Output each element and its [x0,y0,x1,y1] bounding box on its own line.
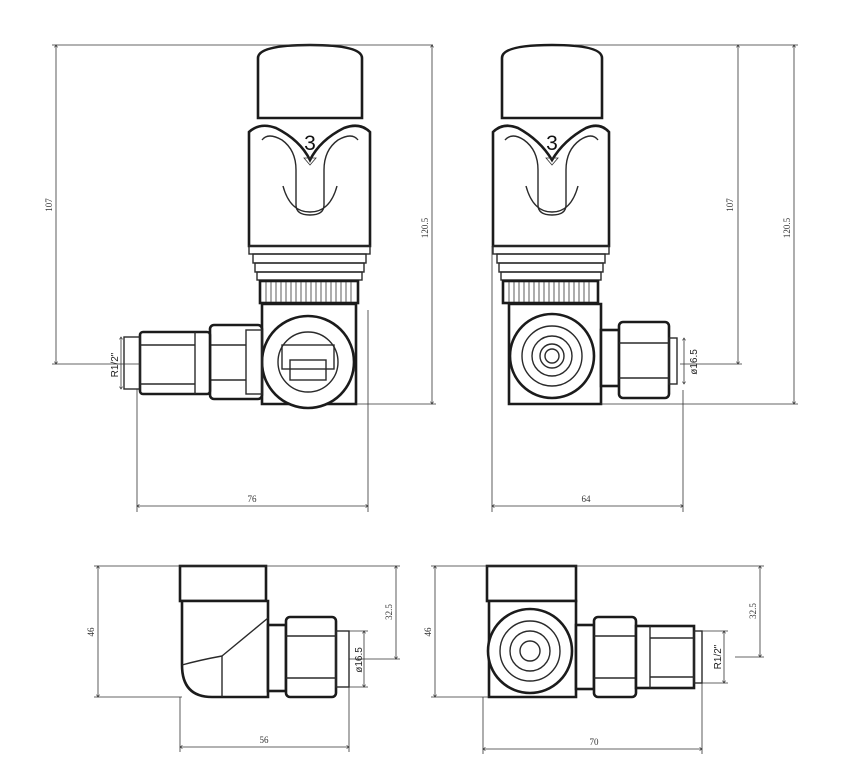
dim-56: 56 [260,735,270,745]
dim-64: 64 [582,494,592,504]
dim-107-side: 107 [725,198,735,212]
knurl-lines-side [508,282,590,302]
dim-thread-front: R1/2" [110,352,121,377]
side-view: 107 120.5 64 ø16.5 3 [492,43,798,512]
front-view: 107 120.5 76 R1/2" 3 [44,43,436,512]
dim-120-5-front: 120.5 [420,217,430,238]
dim-70: 70 [590,737,600,747]
dim-46-right: 46 [423,627,433,637]
dim-107-front: 107 [44,198,54,212]
dim-32-5-left: 32.5 [384,604,394,620]
dim-120-5-side: 120.5 [782,217,792,238]
head-number-front: 3 [304,132,316,155]
dim-diameter-side: ø16.5 [689,349,700,375]
dim-diameter-bottom: ø16.5 [354,647,365,673]
bottom-right-view: 46 32.5 R1/2" 70 [423,564,764,754]
dim-76: 76 [248,494,258,504]
head-number-side: 3 [546,132,558,155]
dim-thread-bottom: R1/2" [713,644,724,669]
dim-46-left: 46 [86,627,96,637]
dim-32-5-right: 32.5 [748,603,758,619]
bottom-left-view: 46 32.5 ø16.5 56 [86,564,400,752]
knurl-lines [265,282,352,302]
